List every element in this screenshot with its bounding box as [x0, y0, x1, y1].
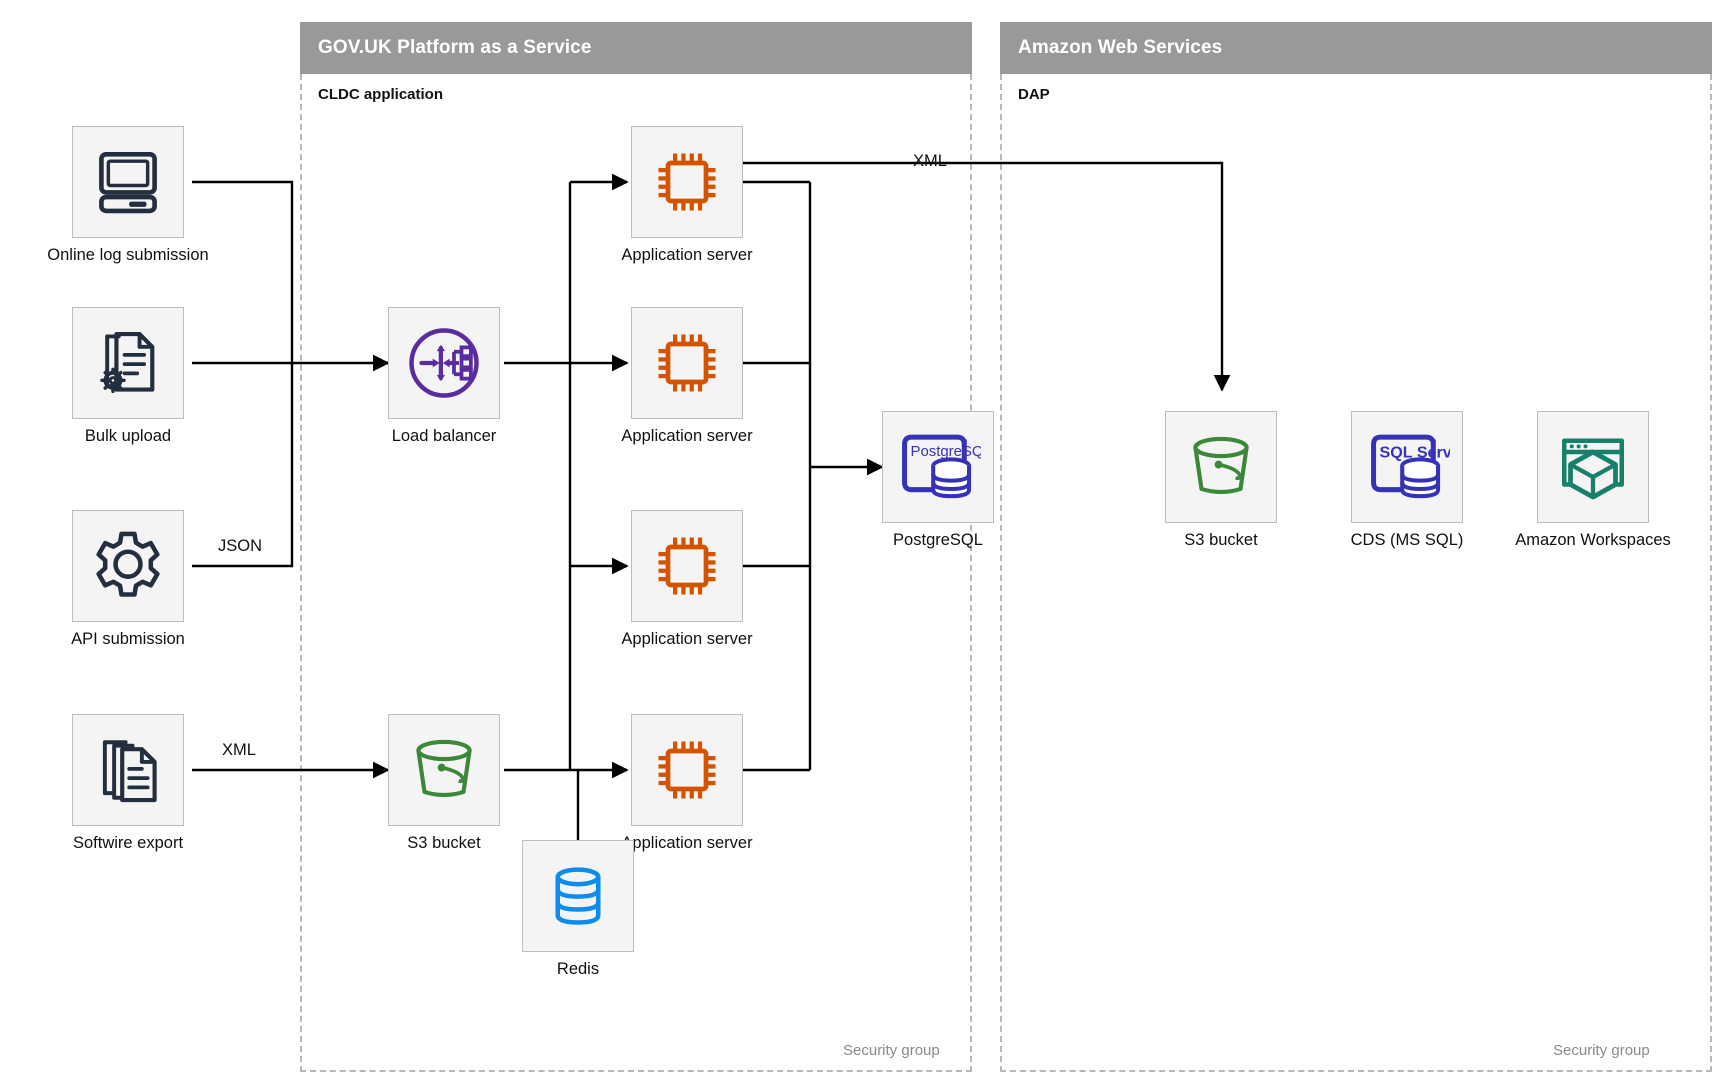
- node-api-submission[interactable]: API submission: [71, 510, 185, 648]
- wire-online-log-to-bus: [192, 180, 294, 363]
- postgresql-iconbox: PostgreSQL: [882, 411, 994, 523]
- postgresql-icon: PostgreSQL: [902, 434, 981, 499]
- app-server-3-iconbox: [631, 510, 743, 622]
- node-app-server-1[interactable]: Application server: [621, 126, 753, 264]
- node-load-balancer[interactable]: Load balancer: [388, 307, 500, 445]
- api-submission-label: API submission: [71, 630, 185, 648]
- wire-api-to-bus: [192, 363, 294, 568]
- edge-label-xml-appserver: XML: [913, 152, 947, 170]
- zone-header-govuk: GOV.UK Platform as a Service: [300, 22, 972, 74]
- security-group-region-govuk: [300, 74, 972, 1072]
- node-redis[interactable]: Redis: [522, 840, 634, 978]
- api-submission-iconbox: [72, 510, 184, 622]
- document-gear-icon: [100, 332, 155, 394]
- region-title-cldc: CLDC application: [318, 86, 444, 103]
- app-server-4-label: Application server: [621, 834, 753, 852]
- edge-label-json: JSON: [218, 537, 263, 555]
- node-online-log-submission[interactable]: Online log submission: [47, 126, 209, 264]
- zone-header-aws: Amazon Web Services: [1000, 22, 1712, 74]
- load-balancer-iconbox: [388, 307, 500, 419]
- workspaces-cube-icon: [1562, 438, 1624, 500]
- load-balancer-label: Load balancer: [391, 427, 497, 445]
- s3-bucket-govuk-iconbox: [388, 714, 500, 826]
- softwire-export-label: Softwire export: [72, 834, 184, 852]
- node-bulk-upload[interactable]: Bulk upload: [72, 307, 184, 445]
- cpu-chip-icon: [658, 741, 716, 799]
- app-server-4-iconbox: [631, 714, 743, 826]
- redis-iconbox: [522, 840, 634, 952]
- node-amazon-workspaces[interactable]: Amazon Workspaces: [1515, 411, 1671, 549]
- database-icon: [555, 867, 601, 925]
- region-title-dap: DAP: [1018, 86, 1050, 103]
- s3-bucket-icon: [416, 739, 472, 798]
- app-server-2-label: Application server: [621, 427, 753, 445]
- desktop-computer-icon: [99, 151, 157, 214]
- cpu-chip-icon: [658, 334, 716, 392]
- node-softwire-export[interactable]: Softwire export: [72, 714, 184, 852]
- s3-bucket-icon: [1193, 436, 1249, 495]
- cds-ms-sql-iconbox: SQL Server: [1351, 411, 1463, 523]
- s3-bucket-govuk-label: S3 bucket: [407, 834, 481, 852]
- zone-title-govuk: GOV.UK Platform as a Service: [318, 37, 592, 58]
- postgresql-label: PostgreSQL: [893, 531, 983, 549]
- bulk-upload-label: Bulk upload: [84, 427, 172, 445]
- app-server-1-label: Application server: [621, 246, 753, 264]
- amazon-workspaces-iconbox: [1537, 411, 1649, 523]
- app-server-3-label: Application server: [621, 630, 753, 648]
- node-app-server-2[interactable]: Application server: [621, 307, 753, 445]
- gear-icon: [96, 531, 160, 597]
- node-s3-bucket-govuk[interactable]: S3 bucket: [388, 714, 500, 852]
- node-app-server-3[interactable]: Application server: [621, 510, 753, 648]
- softwire-export-iconbox: [72, 714, 184, 826]
- sql-server-badge-text: SQL Server: [1380, 443, 1450, 461]
- postgresql-badge-text: PostgreSQL: [911, 443, 981, 460]
- edge-label-xml-softwire: XML: [222, 741, 256, 759]
- security-group-region-aws: [1000, 74, 1712, 1072]
- load-balancer-icon: [409, 328, 479, 398]
- security-group-label-aws: Security group: [1553, 1042, 1650, 1059]
- sql-server-icon: SQL Server: [1371, 434, 1450, 499]
- bulk-upload-iconbox: [72, 307, 184, 419]
- s3-bucket-aws-label: S3 bucket: [1184, 531, 1258, 549]
- cpu-chip-icon: [658, 153, 716, 211]
- cpu-chip-icon: [658, 537, 716, 595]
- document-stack-icon: [102, 740, 157, 803]
- online-log-submission-label: Online log submission: [47, 246, 209, 264]
- redis-label: Redis: [556, 960, 600, 978]
- online-log-submission-iconbox: [72, 126, 184, 238]
- app-server-1-iconbox: [631, 126, 743, 238]
- amazon-workspaces-label: Amazon Workspaces: [1515, 531, 1671, 549]
- s3-bucket-aws-iconbox: [1165, 411, 1277, 523]
- node-postgresql[interactable]: PostgreSQL PostgreSQL: [882, 411, 994, 549]
- security-group-label-govuk: Security group: [843, 1042, 940, 1059]
- app-server-2-iconbox: [631, 307, 743, 419]
- cds-ms-sql-label: CDS (MS SQL): [1350, 531, 1464, 549]
- node-app-server-4[interactable]: Application server: [621, 714, 753, 852]
- zone-title-aws: Amazon Web Services: [1018, 37, 1223, 58]
- node-s3-bucket-aws[interactable]: S3 bucket: [1165, 411, 1277, 549]
- node-cds-ms-sql[interactable]: SQL Server CDS (MS SQL): [1351, 411, 1463, 549]
